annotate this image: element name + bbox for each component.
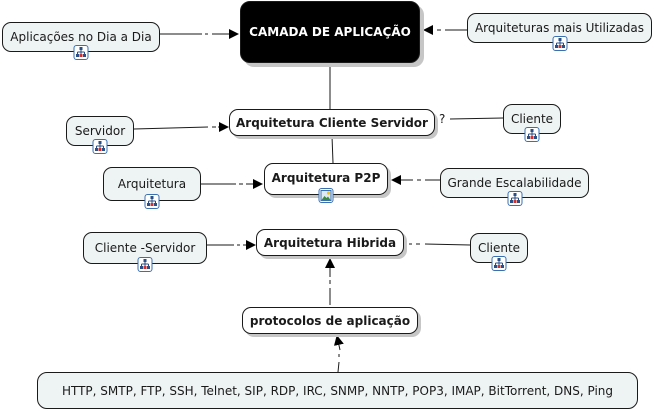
resource-cliente-servidor-label: Cliente -Servidor [94,241,196,255]
resource-protocol-list-label: HTTP, SMTP, FTP, SSH, Telnet, SIP, RDP, … [61,383,614,398]
link-list-protocolos [337,336,340,373]
concept-protocolos[interactable]: protocolos de aplicação [242,307,418,334]
hierarchy-icon[interactable] [137,257,153,272]
hierarchy-icon[interactable] [524,127,540,142]
resource-cliente-2[interactable]: Cliente [470,233,528,271]
concept-cliente-servidor-label: Arquitetura Cliente Servidor [236,115,428,130]
hierarchy-icon[interactable] [144,194,160,209]
resource-escalabilidade-label: Grande Escalabilidade [447,176,582,190]
resource-arquitetura-label: Arquitetura [117,177,187,191]
resource-aplicacoes[interactable]: Aplicações no Dia a Dia [2,22,160,60]
resource-arquiteturas-utilizadas-label: Arquiteturas mais Utilizadas [474,21,645,35]
link-hibrida-cliente [409,243,471,246]
root-node[interactable]: CAMADA DE APLICAÇÃO [240,1,420,63]
link-clienteservidor-p2p [331,135,334,164]
link-label-question: ? [439,112,446,126]
link-clienteservidor-cliente [449,117,504,120]
concept-protocolos-label: protocolos de aplicação [249,313,411,328]
link-servidor-clienteservidor [133,127,228,129]
resource-servidor[interactable]: Servidor [66,116,134,154]
resource-cliente-1[interactable]: Cliente [503,104,561,142]
hierarchy-icon[interactable] [507,191,522,206]
resource-cliente-2-label: Cliente [477,241,521,255]
image-icon[interactable] [318,188,334,203]
hierarchy-icon[interactable] [491,256,507,271]
concept-cliente-servidor[interactable]: Arquitetura Cliente Servidor [229,109,435,136]
resource-protocol-list[interactable]: HTTP, SMTP, FTP, SSH, Telnet, SIP, RDP, … [37,372,638,409]
concept-p2p-label: Arquitetura P2P [271,171,381,185]
concept-hibrida[interactable]: Arquitetura Hibrida [256,229,404,256]
hierarchy-icon[interactable] [552,36,567,51]
resource-servidor-label: Servidor [74,124,126,138]
hierarchy-icon[interactable] [73,45,89,60]
resource-arquitetura[interactable]: Arquitetura [103,167,201,209]
resource-cliente-servidor[interactable]: Cliente -Servidor [83,232,207,272]
concept-p2p[interactable]: Arquitetura P2P [264,163,388,203]
concept-hibrida-label: Arquitetura Hibrida [263,235,397,250]
root-node-label: CAMADA DE APLICAÇÃO [249,25,411,39]
resource-escalabilidade[interactable]: Grande Escalabilidade [440,168,589,206]
resource-cliente-1-label: Cliente [510,112,554,126]
resource-aplicacoes-label: Aplicações no Dia a Dia [10,30,152,44]
resource-arquiteturas-utilizadas[interactable]: Arquiteturas mais Utilizadas [467,13,652,51]
hierarchy-icon[interactable] [92,139,108,154]
